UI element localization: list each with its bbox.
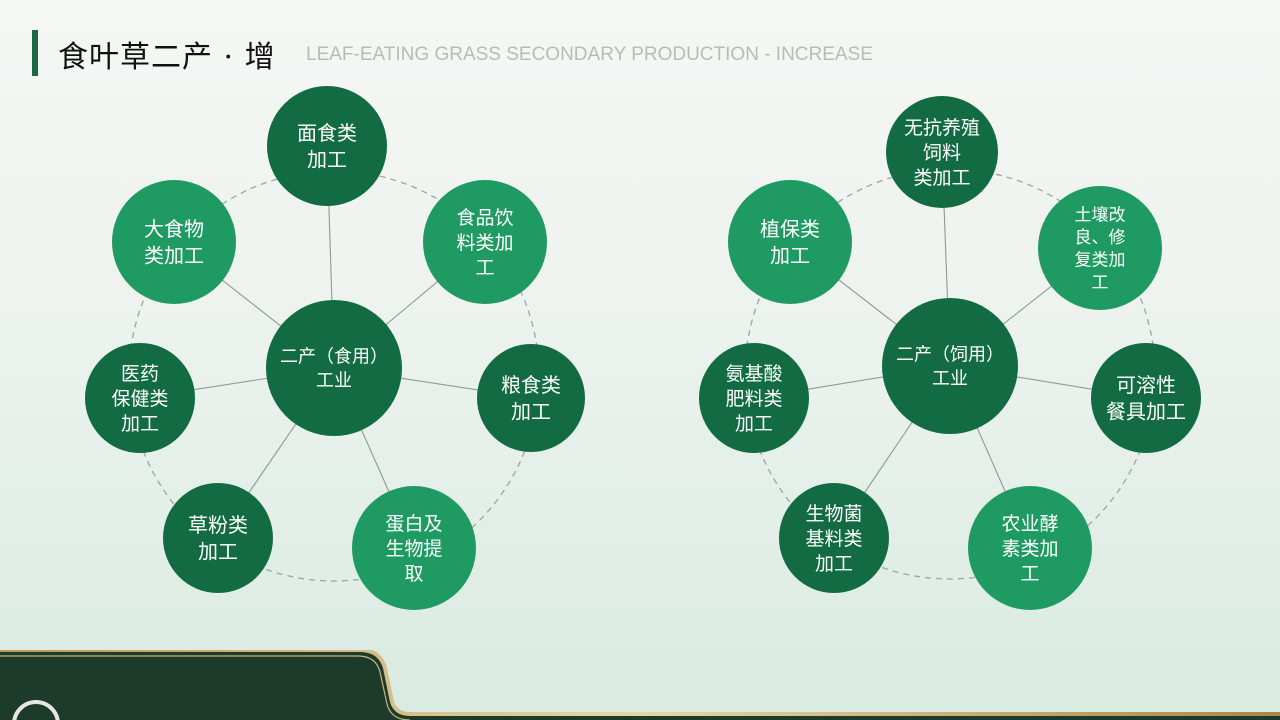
node-label-plantprotect: 加工 bbox=[770, 243, 810, 267]
node-label-bigfood: 大食物 bbox=[144, 217, 204, 241]
node-drink bbox=[423, 180, 547, 304]
node-label-noodle: 加工 bbox=[307, 147, 347, 171]
node-label-enzyme: 农业酵 bbox=[1001, 513, 1058, 535]
node-label-grain: 加工 bbox=[511, 399, 551, 423]
node-label-aminoacid: 肥料类 bbox=[725, 388, 782, 410]
node-bigfood bbox=[112, 180, 236, 304]
node-label-tableware: 餐具加工 bbox=[1106, 399, 1186, 423]
node-grain bbox=[477, 344, 585, 452]
node-antibiotic bbox=[886, 96, 998, 208]
node-label-protein: 生物提 bbox=[385, 538, 442, 560]
page-subtitle: LEAF-EATING GRASS SECONDARY PRODUCTION -… bbox=[306, 44, 873, 65]
center-label-food: 工业 bbox=[316, 370, 352, 391]
node-label-bacteria: 生物菌 bbox=[805, 503, 862, 525]
node-label-soil: 土壤改 bbox=[1075, 204, 1126, 225]
node-label-bigfood: 类加工 bbox=[144, 243, 204, 267]
node-label-plantprotect: 植保类 bbox=[760, 217, 820, 241]
node-bacteria bbox=[779, 483, 889, 593]
node-medicine bbox=[85, 343, 195, 453]
node-label-protein: 取 bbox=[404, 563, 423, 585]
node-label-aminoacid: 加工 bbox=[735, 413, 773, 435]
node-label-medicine: 医药 bbox=[121, 363, 159, 385]
node-label-antibiotic: 无抗养殖 bbox=[904, 117, 980, 139]
node-label-bacteria: 基料类 bbox=[805, 528, 862, 550]
node-label-antibiotic: 饲料 bbox=[923, 142, 961, 164]
node-label-medicine: 保健类 bbox=[111, 388, 168, 410]
node-label-enzyme: 素类加 bbox=[1001, 538, 1058, 560]
node-label-grain: 粮食类 bbox=[501, 373, 561, 397]
node-label-drink: 料类加 bbox=[456, 232, 513, 254]
center-node-feed bbox=[882, 298, 1018, 434]
node-label-bacteria: 加工 bbox=[815, 553, 853, 575]
logo-emblem bbox=[12, 700, 60, 720]
node-label-drink: 食品饮 bbox=[456, 207, 513, 229]
node-label-enzyme: 工 bbox=[1020, 563, 1039, 585]
page-title: 食叶草二产 · 增 bbox=[58, 40, 276, 75]
center-label-food: 二产（食用） bbox=[280, 346, 388, 367]
node-label-drink: 工 bbox=[475, 257, 494, 279]
node-label-soil: 复类加 bbox=[1075, 250, 1126, 270]
node-powder bbox=[163, 483, 273, 593]
node-enzyme bbox=[968, 486, 1092, 610]
center-label-feed: 工业 bbox=[932, 368, 968, 389]
title-accent-bar bbox=[32, 30, 38, 76]
node-plantprotect bbox=[728, 180, 852, 304]
node-label-aminoacid: 氨基酸 bbox=[725, 363, 782, 385]
node-label-powder: 加工 bbox=[198, 539, 238, 563]
center-label-feed: 二产（饲用） bbox=[896, 344, 1004, 365]
node-tableware bbox=[1091, 343, 1201, 453]
node-label-soil: 工 bbox=[1092, 273, 1109, 293]
node-label-protein: 蛋白及 bbox=[385, 513, 442, 535]
node-label-soil: 良、修 bbox=[1075, 228, 1126, 248]
center-node-food bbox=[266, 300, 402, 436]
diagram-feed: 无抗养殖饲料类加工土壤改良、修复类加工可溶性餐具加工农业酵素类加工生物菌基料类加… bbox=[699, 96, 1201, 610]
footer-decoration bbox=[0, 650, 1280, 720]
diagram-food: 面食类加工食品饮料类加工粮食类加工蛋白及生物提取草粉类加工医药保健类加工大食物类… bbox=[85, 86, 585, 610]
node-label-tableware: 可溶性 bbox=[1116, 373, 1176, 397]
node-label-powder: 草粉类 bbox=[188, 513, 248, 537]
node-noodle bbox=[267, 86, 387, 206]
node-label-medicine: 加工 bbox=[121, 413, 159, 435]
node-protein bbox=[352, 486, 476, 610]
node-label-noodle: 面食类 bbox=[297, 121, 357, 145]
node-label-antibiotic: 类加工 bbox=[913, 167, 970, 189]
node-aminoacid bbox=[699, 343, 809, 453]
node-soil bbox=[1038, 186, 1162, 310]
